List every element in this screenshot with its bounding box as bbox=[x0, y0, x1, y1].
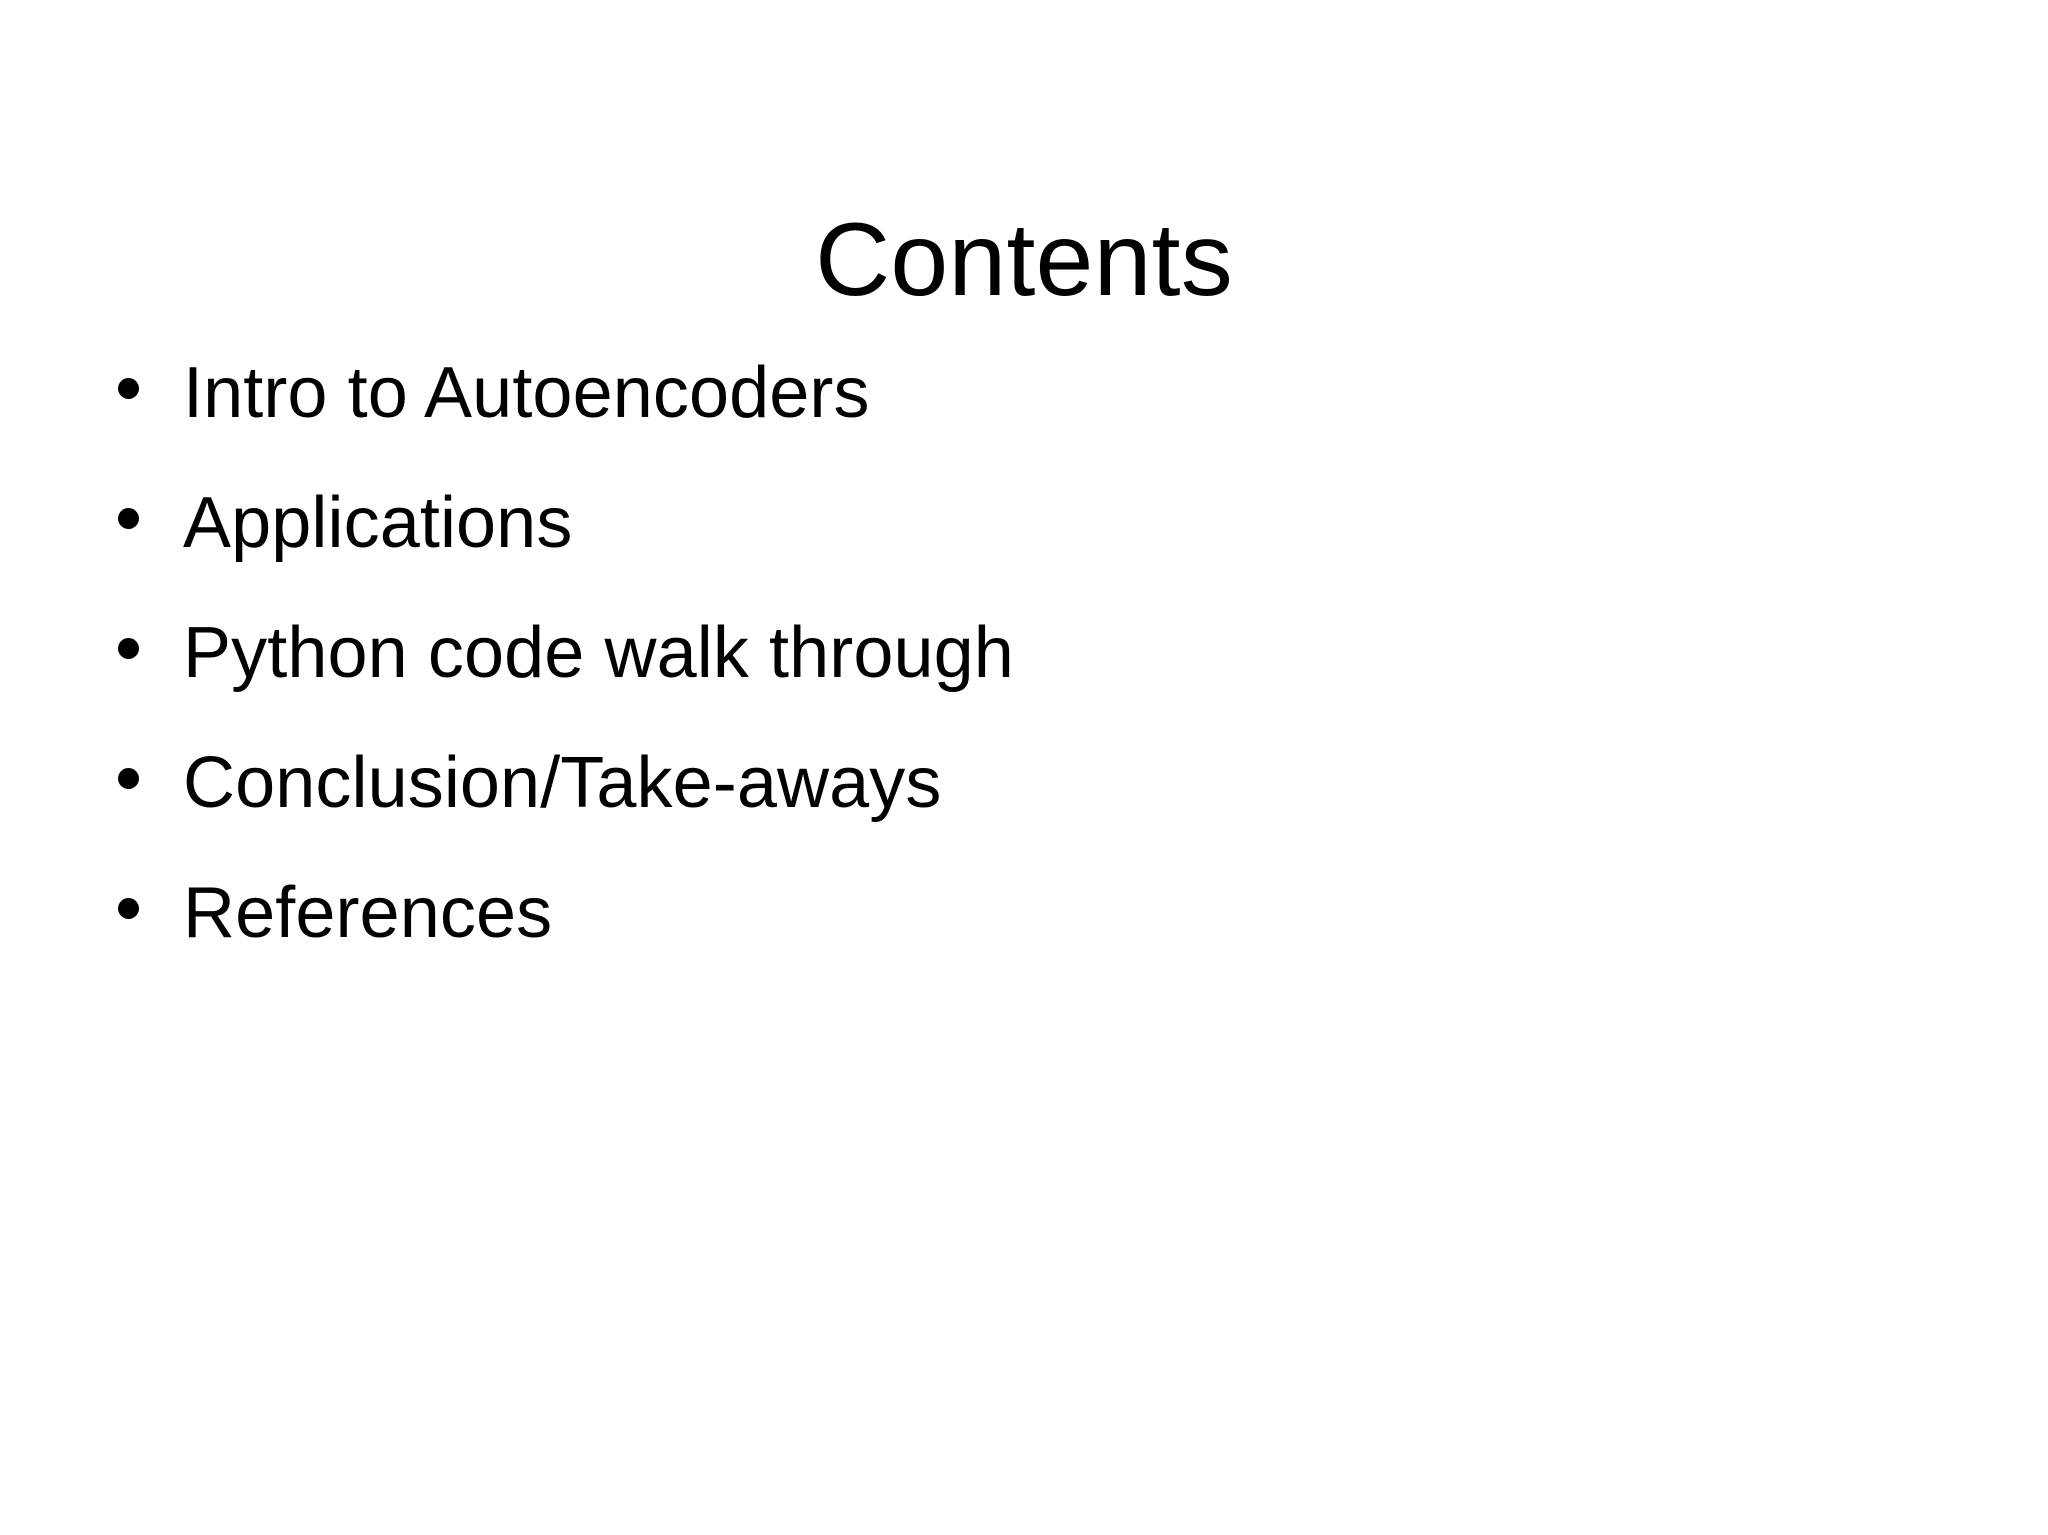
list-item[interactable]: References bbox=[118, 877, 1918, 1007]
slide-title: Contents bbox=[815, 201, 1233, 318]
bullet-point-icon bbox=[118, 508, 139, 529]
list-item[interactable]: Conclusion/Take-aways bbox=[118, 747, 1918, 877]
list-item-label: Conclusion/Take-aways bbox=[183, 743, 942, 823]
bullet-point-icon bbox=[118, 768, 139, 789]
list-item-label: Applications bbox=[183, 483, 573, 563]
list-item-label: Intro to Autoencoders bbox=[183, 353, 870, 433]
list-item[interactable]: Python code walk through bbox=[118, 617, 1918, 747]
list-item[interactable]: Intro to Autoencoders bbox=[118, 357, 1918, 487]
list-item-label: References bbox=[183, 873, 553, 953]
bullet-point-icon bbox=[118, 638, 139, 659]
bullet-point-icon bbox=[118, 378, 139, 399]
bullet-point-icon bbox=[118, 898, 139, 919]
list-item-label: Python code walk through bbox=[183, 613, 1014, 693]
list-item[interactable]: Applications bbox=[118, 487, 1918, 617]
contents-list: Intro to Autoencoders Applications Pytho… bbox=[118, 357, 1918, 1007]
